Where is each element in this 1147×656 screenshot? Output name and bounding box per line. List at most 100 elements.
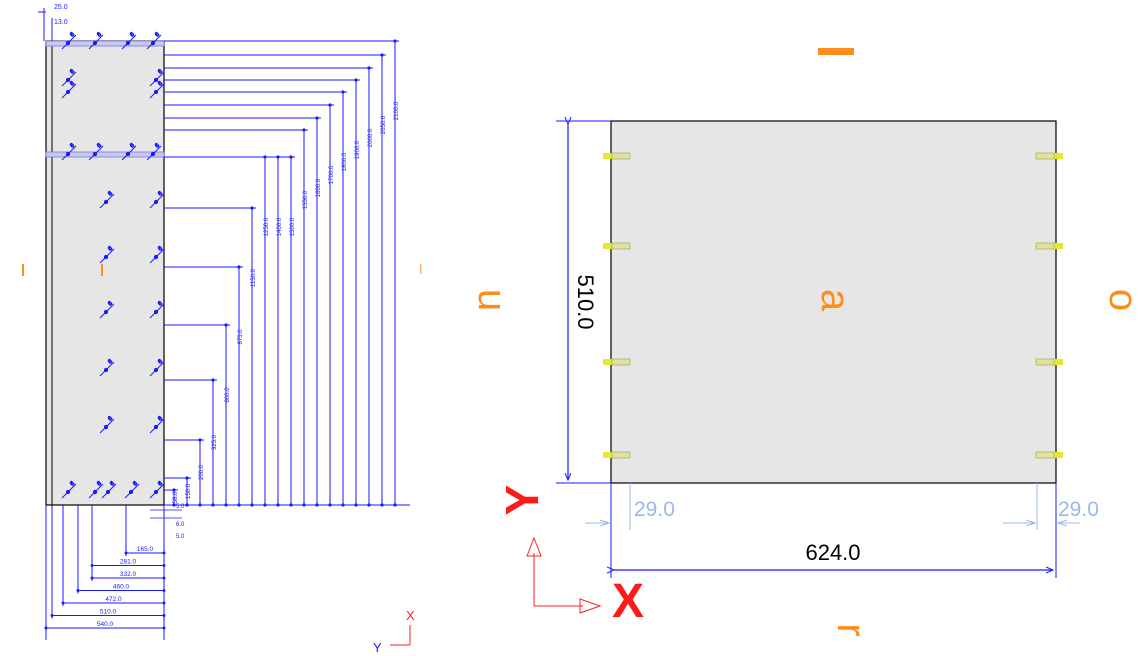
hole-marker: 6	[149, 190, 165, 209]
hole-marker: 6	[146, 31, 162, 50]
vertical-dim: 1900.0	[164, 78, 361, 507]
hole-label: 6	[107, 190, 114, 197]
hole-label: 6	[132, 480, 139, 487]
horizontal-dim-label: 460.0	[113, 584, 130, 591]
hole-label: 6	[154, 142, 161, 149]
hole-label: 6	[69, 31, 76, 38]
vertical-dim-label: 1400.0	[277, 217, 283, 236]
vertical-dim-label: 600.0	[225, 387, 231, 403]
vertical-dim: 1150.0	[164, 206, 257, 507]
hole-marker: 6	[149, 68, 165, 87]
width-dim-label: 624.0	[805, 540, 860, 565]
hole-marker: 6	[61, 80, 77, 99]
hole-marker: 6	[61, 68, 77, 87]
hole-marker: 6	[149, 480, 165, 499]
right-axis-y: Y	[496, 485, 548, 516]
vertical-dim: 2050.0	[164, 53, 387, 507]
vertical-dim: 2000.0	[164, 66, 374, 507]
hole-label: 6	[107, 358, 114, 365]
vertical-dim-label: 200.0	[199, 464, 205, 480]
hole-marker: 6	[99, 300, 115, 319]
top-strip	[45, 40, 165, 47]
right-axis-x: X	[612, 575, 644, 628]
hole-marker: 6	[146, 142, 162, 161]
hole-marker: 6	[121, 31, 137, 50]
hole-marker: 6	[149, 245, 165, 264]
hole-label: 6	[96, 31, 103, 38]
hole-marker: 6	[99, 245, 115, 264]
small-dims: 5.0 6.0 5.0	[150, 504, 185, 540]
vertical-dim-label: 325.0	[212, 434, 218, 450]
hole-marker: 6	[61, 480, 77, 499]
hole-marker: 6	[88, 31, 104, 50]
hole-marker: 6	[99, 190, 115, 209]
left-axis-indicator: X Y	[373, 608, 415, 655]
hole-label: 6	[157, 68, 164, 75]
hole-label: 6	[157, 358, 164, 365]
hole-label: 6	[157, 245, 164, 252]
horizontal-dim: 472.0	[61, 505, 166, 606]
vertical-dim: 150.0	[164, 476, 192, 507]
horizontal-dim: 165.0	[124, 505, 166, 556]
hole-marker: 6	[61, 31, 77, 50]
vertical-dim: 1600.0	[164, 116, 322, 507]
hole-label: 6	[157, 480, 164, 487]
dowels-right	[1035, 152, 1063, 459]
vertical-dim-label: 1500.0	[290, 217, 296, 236]
right-axis-indicator: Y X	[496, 485, 644, 628]
horizontal-dim: 281.0	[90, 505, 166, 569]
dowels-left	[603, 152, 631, 459]
vertical-dim-label: 875.0	[238, 329, 244, 345]
right-face-label: o	[1101, 289, 1145, 311]
middle-strip	[45, 151, 165, 158]
hole-marker: 6	[101, 480, 117, 499]
vertical-dim-label: 1700.0	[329, 165, 335, 184]
horizontal-dim-label: 472.0	[105, 596, 122, 603]
vertical-dim: 325.0	[164, 378, 218, 507]
hole-label: 6	[129, 31, 136, 38]
hole-marker: 6	[124, 480, 140, 499]
hole-marker: 6	[99, 415, 115, 434]
hole-label: 6	[69, 68, 76, 75]
offset-dimensions: 29.0 29.0	[585, 483, 1099, 530]
horizontal-dim: 460.0	[76, 505, 166, 594]
hole-marker: 6	[149, 358, 165, 377]
hole-marker: 6	[88, 480, 104, 499]
vertical-dim-label: 1550.0	[303, 190, 309, 209]
offset-13: 13.0	[54, 19, 68, 26]
left-orange-tick	[22, 264, 24, 276]
hole-label: 6	[157, 300, 164, 307]
vertical-dim-label: 1250.0	[264, 217, 270, 236]
hole-label: 6	[109, 480, 116, 487]
bottom-face-label: r	[829, 623, 873, 636]
small-dim-1: 5.0	[176, 504, 185, 510]
vertical-dim-label: 1600.0	[316, 178, 322, 197]
left-face-label: u	[470, 289, 514, 311]
horizontal-dim: 332.0	[90, 505, 166, 581]
hole-label: 6	[107, 245, 114, 252]
hole-marker: 6	[61, 142, 77, 161]
vertical-dim: 600.0	[164, 323, 231, 507]
hole-label: 6	[69, 480, 76, 487]
vertical-dim-label: 2100.0	[394, 101, 400, 120]
hole-label: 6	[69, 80, 76, 87]
hole-marker: 6	[88, 142, 104, 161]
horizontal-dim-label: 281.0	[120, 559, 137, 566]
height-dimension: 510.0	[556, 121, 611, 484]
vertical-dim-label: 150.0	[186, 483, 192, 499]
vertical-dim: 1500.0	[164, 155, 296, 507]
height-dim-label: 510.0	[573, 274, 598, 329]
horizontal-dim-label: 510.0	[100, 609, 117, 616]
horizontal-dim-label: 165.0	[137, 546, 154, 553]
hole-label: 6	[157, 415, 164, 422]
offset-25: 25.0	[54, 4, 68, 11]
vertical-dim: 1800.0	[164, 90, 348, 507]
top-face-label	[818, 48, 854, 55]
left-panel	[45, 40, 165, 506]
vertical-dim-label: 1900.0	[355, 140, 361, 159]
hole-marker: 6	[149, 415, 165, 434]
